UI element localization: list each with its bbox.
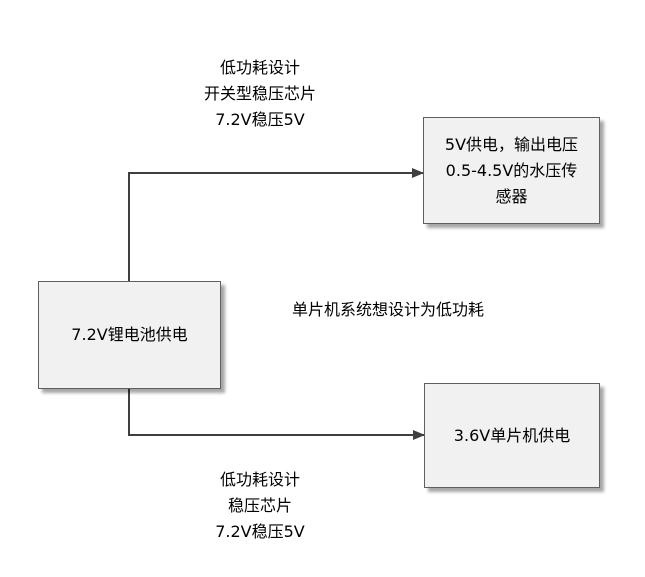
sensor-line-3: 感器 <box>495 186 528 206</box>
top-converter-line-3: 7.2V稳压5V <box>215 110 305 129</box>
sensor-text: 5V供电，输出电压 0.5-4.5V的水压传 感器 <box>445 132 578 210</box>
sensor-line-2: 0.5-4.5V的水压传 <box>445 160 578 180</box>
battery-box: 7.2V锂电池供电 <box>38 281 221 389</box>
bottom-converter-line-2: 稳压芯片 <box>227 496 292 515</box>
mcu-lowpower-note: 单片机系统想设计为低功耗 <box>292 300 485 319</box>
bottom-converter-line-3: 7.2V稳压5V <box>215 522 305 541</box>
bottom-converter-label: 低功耗设计 稳压芯片 7.2V稳压5V <box>180 467 340 545</box>
top-converter-line-1: 低功耗设计 <box>219 58 300 77</box>
top-converter-line-2: 开关型稳压芯片 <box>203 84 316 103</box>
mcu-box: 3.6V单片机供电 <box>424 383 600 488</box>
arrow-to-mcu <box>128 389 425 440</box>
sensor-box: 5V供电，输出电压 0.5-4.5V的水压传 感器 <box>423 117 600 224</box>
battery-label: 7.2V锂电池供电 <box>71 325 188 344</box>
arrow-to-sensor <box>128 168 424 281</box>
top-converter-label: 低功耗设计 开关型稳压芯片 7.2V稳压5V <box>180 55 340 133</box>
mcu-label: 3.6V单片机供电 <box>453 425 571 445</box>
bottom-converter-line-1: 低功耗设计 <box>219 470 300 489</box>
sensor-line-1: 5V供电，输出电压 <box>444 134 579 154</box>
